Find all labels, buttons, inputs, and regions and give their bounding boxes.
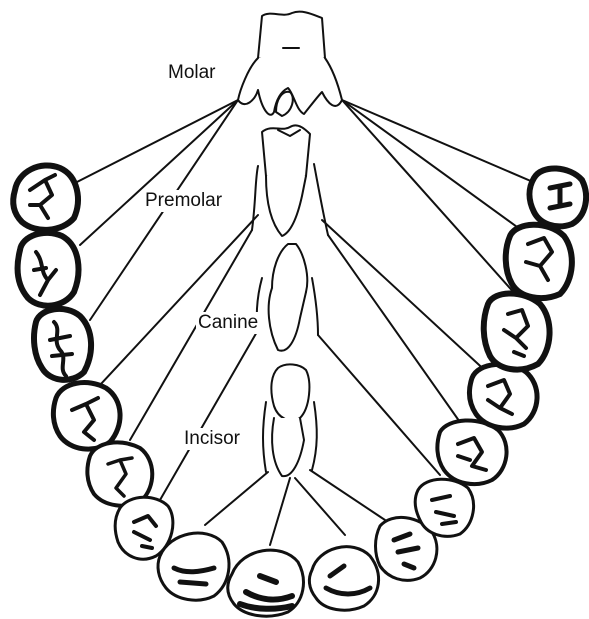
incisor-central-right-occlusal bbox=[309, 547, 378, 610]
left-molar-1-occlusal bbox=[13, 165, 78, 229]
left-molar-2-occlusal bbox=[18, 233, 79, 306]
premolar-side-view bbox=[252, 125, 328, 236]
label-incisor: Incisor bbox=[182, 428, 242, 450]
left-molar-3-occlusal bbox=[34, 309, 91, 380]
right-molar-1-occlusal bbox=[530, 168, 587, 226]
right-premolar-1-occlusal bbox=[469, 364, 537, 428]
incisor-leader-lines bbox=[205, 470, 385, 545]
canine-side-view bbox=[257, 244, 318, 351]
label-canine: Canine bbox=[196, 312, 260, 334]
label-premolar: Premolar bbox=[143, 190, 224, 212]
right-molar-3-occlusal bbox=[484, 294, 550, 370]
incisor-central-left-occlusal bbox=[228, 550, 304, 616]
molar-side-view bbox=[238, 12, 342, 116]
right-premolar-2-occlusal bbox=[437, 420, 506, 484]
incisor-side-view bbox=[263, 364, 317, 476]
incisor-lateral-left-occlusal bbox=[158, 533, 229, 600]
right-canine-occlusal bbox=[415, 479, 473, 536]
right-molar-2-occlusal bbox=[506, 225, 572, 298]
left-premolar-1-occlusal bbox=[53, 383, 120, 450]
label-molar: Molar bbox=[166, 62, 218, 84]
